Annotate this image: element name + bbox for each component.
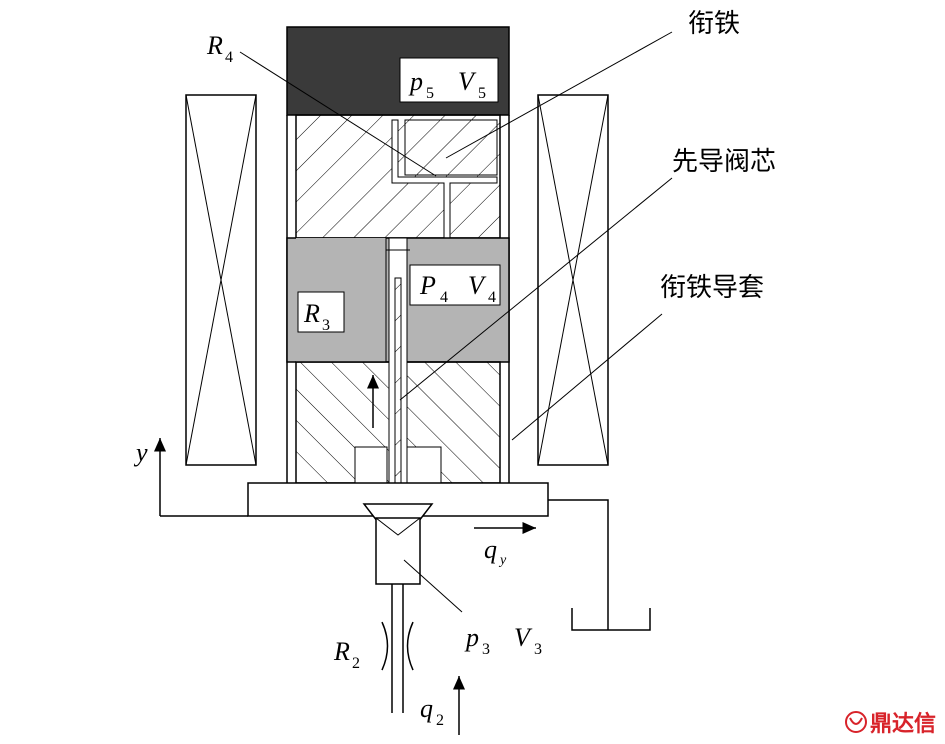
p4-label: P 4: [419, 271, 448, 306]
svg-text:2: 2: [352, 655, 360, 672]
leader-p3v3: [403, 559, 463, 613]
qy-label: q y: [484, 535, 507, 568]
v4-label: V 4: [468, 271, 496, 306]
q2-label: q 2: [420, 694, 444, 729]
left-coil: [185, 94, 257, 466]
r3-label-box: [297, 291, 345, 333]
y-axis-label: y: [133, 438, 148, 467]
svg-text:y: y: [498, 553, 507, 568]
main-poppet: [362, 503, 434, 585]
p4-v4-label-box: [409, 264, 501, 306]
p3-label: p 3: [464, 623, 490, 658]
svg-text:3: 3: [534, 641, 542, 658]
drain-line: [548, 499, 651, 631]
svg-text:V: V: [468, 271, 487, 300]
svg-text:V: V: [458, 67, 477, 96]
svg-text:q: q: [420, 694, 433, 723]
svg-text:V: V: [514, 623, 533, 652]
svg-text:p: p: [408, 67, 423, 96]
pilot-core-label: 先导阀芯: [672, 147, 776, 177]
v5-label: V 5: [458, 67, 486, 102]
y-outlet-line: [154, 438, 248, 517]
svg-text:q: q: [484, 535, 497, 564]
leader-armature: [445, 31, 673, 159]
p5-v5-label-box: [399, 57, 499, 103]
svg-text:4: 4: [225, 49, 233, 66]
r3-label: R 3: [303, 299, 330, 334]
leader-pilot-core: [399, 177, 673, 401]
svg-text:鼎达信: 鼎达信: [870, 711, 936, 737]
armature: [295, 114, 501, 239]
svg-text:R: R: [206, 31, 223, 60]
svg-text:4: 4: [488, 289, 496, 306]
leader-lines: [239, 31, 673, 613]
leader-r4: [239, 51, 437, 177]
r4-label: R 4: [206, 31, 233, 66]
r2-label: R 2: [333, 637, 360, 672]
svg-text:y: y: [133, 438, 148, 467]
svg-text:R: R: [333, 637, 350, 666]
svg-text:R: R: [303, 299, 320, 328]
svg-text:5: 5: [426, 85, 434, 102]
p5-label: p 5: [408, 67, 434, 102]
svg-text:p: p: [464, 623, 479, 652]
leader-guide-sleeve: [511, 313, 663, 441]
v3-label: V 3: [514, 623, 542, 658]
guide-sleeve-label: 衔铁导套: [660, 273, 764, 303]
svg-text:P: P: [419, 271, 436, 300]
svg-text:4: 4: [440, 289, 448, 306]
svg-text:5: 5: [478, 85, 486, 102]
inlet-pipe: [391, 584, 404, 713]
right-coil: [537, 94, 609, 466]
svg-text:3: 3: [482, 641, 490, 658]
svg-text:3: 3: [322, 317, 330, 334]
pilot-valve-core: [386, 237, 410, 505]
svg-text:2: 2: [436, 712, 444, 729]
watermark-icon: [845, 711, 867, 733]
armature-label: 衔铁: [688, 9, 740, 39]
r2-orifice-symbol: [381, 621, 414, 671]
watermark-logo: 鼎达信: [845, 711, 936, 737]
